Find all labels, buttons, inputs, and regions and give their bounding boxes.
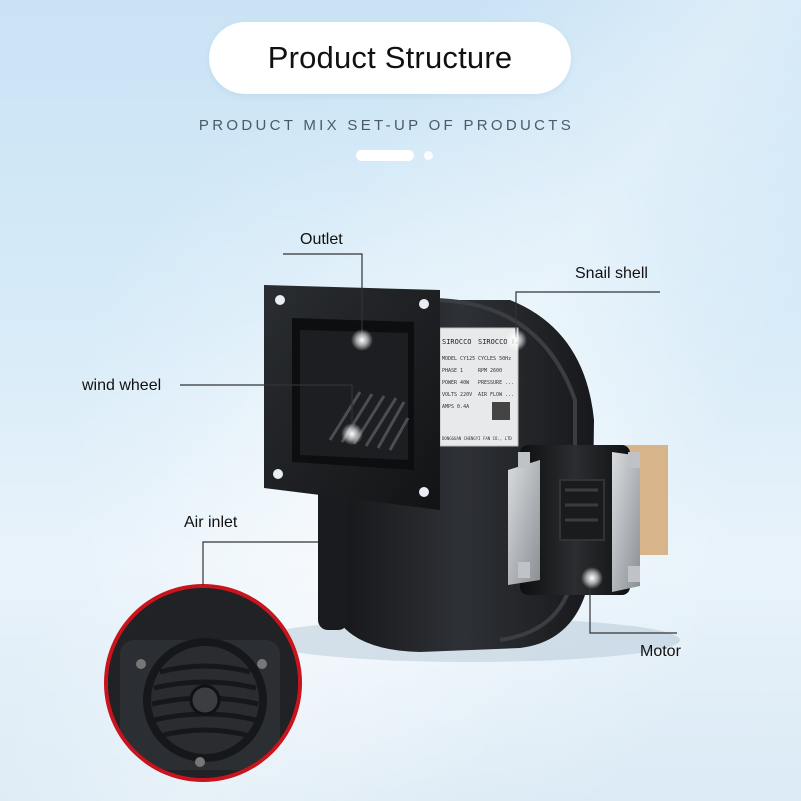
nameplate-brand-right: SIROCCO FAN: [478, 338, 524, 346]
snail-shell-callout-line: [515, 291, 660, 338]
motor: [508, 445, 668, 595]
page-subtitle: PRODUCT MIX SET-UP OF PRODUCTS: [198, 117, 575, 134]
nameplate-footer: DONGGUAN CHENGYI FAN CO., LTD: [442, 436, 512, 441]
motor-callout-line: [589, 578, 677, 634]
page-title: Product Structure: [267, 40, 513, 75]
nameplate-row-r2: PRESSURE ...: [478, 380, 514, 386]
outlet-label: Outlet: [300, 231, 343, 248]
air-inlet-label: Air inlet: [184, 514, 238, 531]
snail-shell-rim: [429, 298, 577, 642]
nameplate-row-r0: CYCLES 50Hz: [478, 356, 511, 362]
nameplate-row-4: AMPS 0.4A: [442, 404, 469, 410]
outlet-marker: [351, 329, 373, 351]
motor-marker: [581, 567, 603, 589]
callout-lines: [180, 253, 677, 634]
nameplate-row-3: VOLTS 220V: [442, 392, 472, 398]
nameplate-row-2: POWER 40W: [442, 380, 470, 386]
air-inlet-callout-line: [202, 541, 318, 585]
nameplate-brand: SIROCCO: [442, 338, 472, 346]
air-inlet-detail: [104, 584, 302, 782]
wind-wheel-marker: [341, 423, 363, 445]
nameplate-row-0: MODEL CY125: [442, 356, 475, 362]
snail-shell-marker: [505, 329, 527, 351]
wind-wheel-label: wind wheel: [82, 377, 162, 394]
pager-inactive-dot[interactable]: [424, 151, 433, 160]
nameplate: SIROCCO SIROCCO FAN MODEL CY125 PHASE 1 …: [439, 327, 524, 447]
wind-wheel-callout-line: [180, 384, 353, 432]
snail-shell-label: Snail shell: [575, 265, 648, 282]
nameplate-row-r1: RPM 2600: [478, 368, 502, 374]
drum-side: [318, 480, 348, 630]
nameplate-row-1: PHASE 1: [442, 368, 463, 374]
callout-markers: [341, 329, 603, 589]
title-pill: Product Structure: [209, 22, 571, 94]
nameplate-row-r3: AIR FLOW ...: [478, 392, 514, 398]
qr-code-icon: [492, 402, 510, 420]
motor-label: Motor: [640, 643, 681, 660]
outlet-callout-line: [283, 253, 363, 338]
pager-active-dot[interactable]: [356, 150, 414, 161]
